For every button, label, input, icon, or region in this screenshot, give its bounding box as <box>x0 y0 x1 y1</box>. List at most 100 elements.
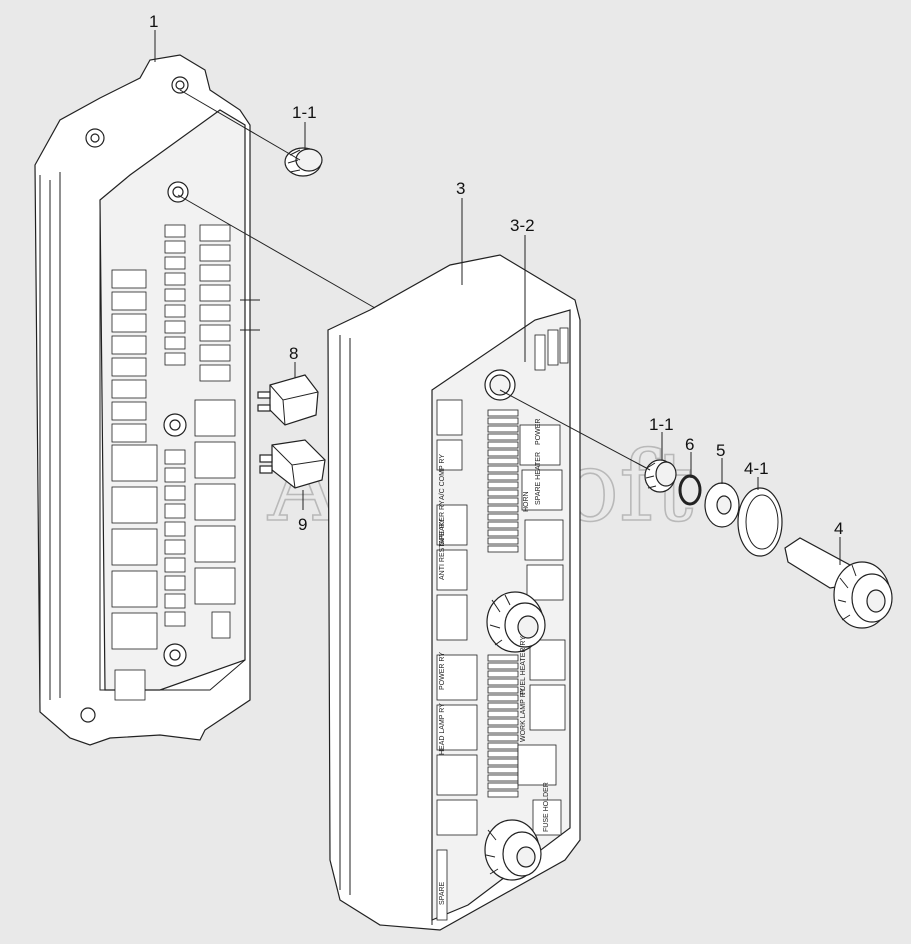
part-8-relay <box>257 374 319 426</box>
cover-fuse-strip <box>487 481 519 489</box>
label-power-ry: POWER RY <box>439 652 446 690</box>
base-fuse-slot <box>111 335 147 355</box>
cover-label-cell <box>519 424 561 466</box>
base-mini-fuse <box>164 320 186 334</box>
cover-label-cell <box>526 564 564 601</box>
base-fuse-slot-right <box>199 284 231 302</box>
base-mini-fuse-lower <box>164 485 186 501</box>
part-1-1-plug-lower <box>644 459 677 493</box>
cover-fuse-strip <box>487 473 519 481</box>
cover-fuse-strip <box>487 505 519 513</box>
cover-label-cell <box>529 639 566 681</box>
cover-fuse-strip-lower <box>487 678 519 686</box>
part-6-o-ring <box>678 474 702 506</box>
base-relay-socket <box>111 486 158 524</box>
base-mini-fuse <box>164 288 186 302</box>
cover-fuse-strip-lower <box>487 782 519 790</box>
base-fuse-slot <box>111 401 147 421</box>
base-mini-fuse-lower <box>164 521 186 537</box>
base-mini-fuse-lower <box>164 593 186 609</box>
base-mini-fuse <box>164 336 186 350</box>
cover-fuse-strip <box>487 489 519 497</box>
base-relay-socket <box>111 612 158 650</box>
base-fuse-slot-right <box>199 264 231 282</box>
callout-8: 8 <box>289 344 298 363</box>
cover-label-cell <box>534 334 546 371</box>
cover-fuse-strip <box>487 529 519 537</box>
base-mini-fuse-lower <box>164 503 186 519</box>
base-relay-socket-right <box>194 399 236 437</box>
cover-fuse-strip-lower <box>487 750 519 758</box>
cover-fuse-strip-lower <box>487 670 519 678</box>
cover-label-cell <box>524 519 564 561</box>
cover-fuse-strip <box>487 433 519 441</box>
cover-fuse-strip-lower <box>487 686 519 694</box>
base-fuse-slot-right <box>199 344 231 362</box>
base-fuse-slot <box>111 313 147 333</box>
cover-knob-lower <box>484 819 542 881</box>
cover-fuse-strip <box>487 425 519 433</box>
cover-fuse-strip <box>487 545 519 553</box>
part-4-1-ring <box>737 487 783 557</box>
base-fuse-slot <box>111 379 147 399</box>
cover-label-cell <box>436 549 468 591</box>
cover-label-cell <box>532 799 562 836</box>
cover-fuse-strip-lower <box>487 718 519 726</box>
callout-1: 1 <box>149 12 158 31</box>
label-spare-heater: SPARE HEATER <box>535 452 542 505</box>
label-fuel-heater: FUEL HEATER RY <box>520 636 527 695</box>
base-relay-socket-right <box>194 567 236 605</box>
cover-fuse-strip <box>487 409 519 417</box>
base-mini-fuse <box>164 256 186 270</box>
callout-4: 4 <box>834 519 843 538</box>
cover-label-cell <box>436 754 478 796</box>
cover-label-cell <box>436 799 478 836</box>
base-relay-socket <box>111 528 158 566</box>
callout-1-1-lower: 1-1 <box>649 415 674 434</box>
cover-label-cell <box>559 327 569 364</box>
base-fuse-slot <box>111 291 147 311</box>
cover-fuse-strip-lower <box>487 766 519 774</box>
base-fuse-slot <box>111 357 147 377</box>
callout-9: 9 <box>298 515 307 534</box>
callout-6: 6 <box>685 435 694 454</box>
base-mini-fuse-lower <box>164 557 186 573</box>
cover-label-cell <box>436 504 468 546</box>
cover-fuse-strip-lower <box>487 654 519 662</box>
base-fuse-slot-right <box>199 224 231 242</box>
cover-fuse-strip-lower <box>487 774 519 782</box>
cover-label-cell <box>436 439 463 471</box>
cover-fuse-strip <box>487 417 519 425</box>
cover-fuse-strip-lower <box>487 790 519 798</box>
base-mini-fuse <box>164 240 186 254</box>
base-corner-cell-right <box>211 611 231 639</box>
label-spare: SPARE <box>439 881 446 905</box>
cover-fuse-strip <box>487 449 519 457</box>
base-mini-fuse-lower <box>164 467 186 483</box>
label-head-lamp: HEAD LAMP RY <box>439 703 446 755</box>
label-power-ry-top: POWER <box>535 419 542 445</box>
part-4-knob-bolt <box>784 537 893 629</box>
cover-fuse-strip-lower <box>487 710 519 718</box>
callout-5: 5 <box>716 441 725 460</box>
label-work-lamp: WORK LAMP RY <box>520 687 527 742</box>
callout-3: 3 <box>456 179 465 198</box>
cover-knob-upper <box>486 591 546 653</box>
cover-fuse-strip-lower <box>487 702 519 710</box>
leader-lines <box>154 30 841 565</box>
part-1-1-plug-upper <box>284 147 323 177</box>
base-mini-fuse-lower <box>164 539 186 555</box>
cover-label-cell <box>436 849 448 921</box>
base-mini-fuse <box>164 352 186 366</box>
cover-fuse-strip-lower <box>487 758 519 766</box>
cover-label-cell <box>436 399 463 436</box>
base-mini-fuse-lower <box>164 449 186 465</box>
base-fuse-slot <box>111 423 147 443</box>
cover-label-cell <box>436 704 478 751</box>
cover-fuse-strip-lower <box>487 694 519 702</box>
callout-3-2: 3-2 <box>510 216 535 235</box>
cover-fuse-strip-lower <box>487 734 519 742</box>
base-mini-fuse <box>164 224 186 238</box>
